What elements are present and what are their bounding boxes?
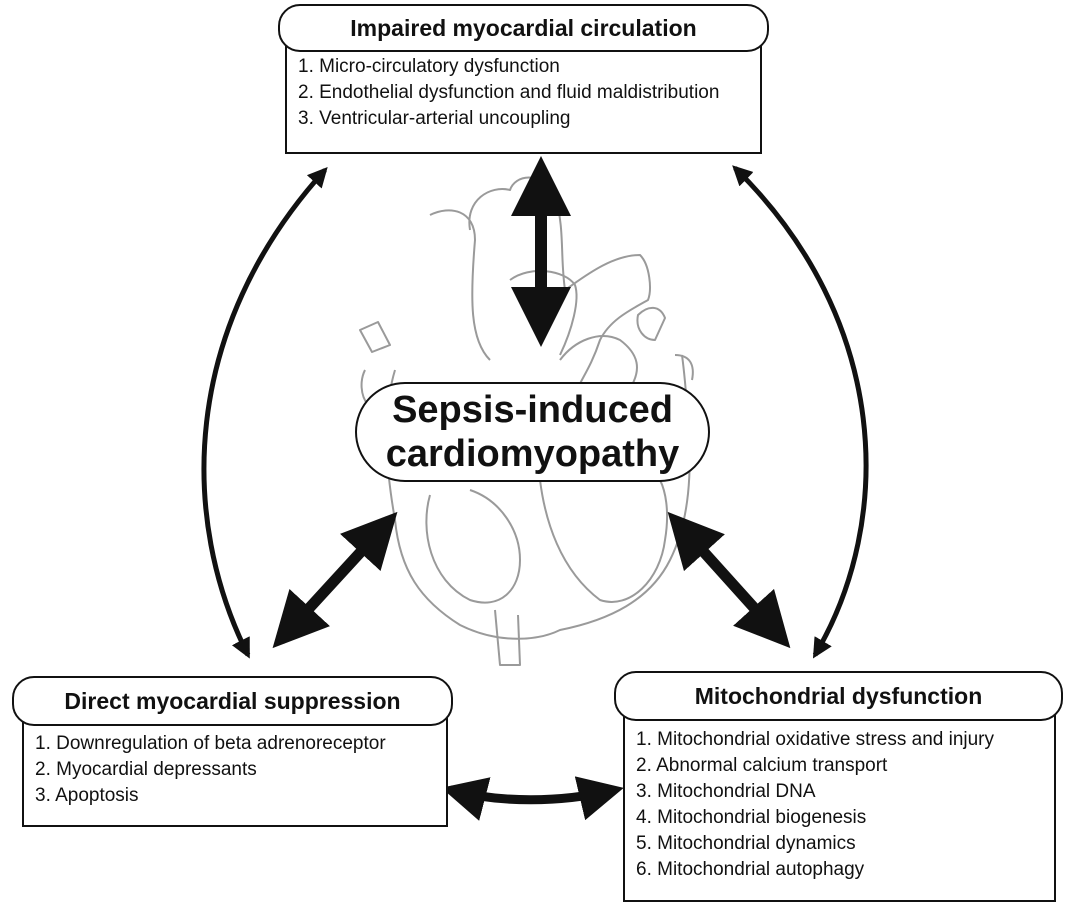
list-item: 6. Mitochondrial autophagy bbox=[636, 859, 865, 880]
center-title-line1: Sepsis-induced bbox=[392, 389, 673, 431]
arrow-top-to-right bbox=[732, 165, 869, 659]
left-ventricle-inner bbox=[425, 489, 521, 604]
center-title-line2: cardiomyopathy bbox=[385, 433, 680, 475]
vena-cava-outline bbox=[429, 209, 491, 361]
arrow-center-to-right bbox=[667, 511, 791, 649]
septum-outline bbox=[539, 479, 669, 603]
list-item: 2. Abnormal calcium transport bbox=[636, 755, 888, 776]
list-item: 2. Endothelial dysfunction and fluid mal… bbox=[298, 82, 720, 103]
inferior-vessel-outline bbox=[494, 609, 521, 666]
list-item: 2. Myocardial depressants bbox=[35, 759, 257, 780]
list-item: 1. Micro-circulatory dysfunction bbox=[298, 56, 560, 77]
left-auricle-outline bbox=[674, 354, 694, 381]
left-vessel-outline bbox=[359, 321, 391, 353]
impaired-circulation-list: 1. Micro-circulatory dysfunction 2. Endo… bbox=[285, 38, 762, 154]
list-item: 3. Mitochondrial DNA bbox=[636, 781, 816, 802]
mitochondrial-dysfunction-list: 1. Mitochondrial oxidative stress and in… bbox=[623, 702, 1056, 902]
center-node: Sepsis-induced cardiomyopathy bbox=[355, 382, 710, 482]
arrow-top-to-left bbox=[201, 167, 328, 659]
connector-arrows bbox=[201, 156, 869, 821]
list-item: 5. Mitochondrial dynamics bbox=[636, 833, 856, 854]
arrow-left-to-right bbox=[441, 776, 624, 821]
right-vessel-outline bbox=[636, 306, 666, 341]
mitochondrial-dysfunction-title: Mitochondrial dysfunction bbox=[614, 671, 1063, 721]
atrium-outline bbox=[559, 335, 638, 386]
list-item: 3. Ventricular-arterial uncoupling bbox=[298, 108, 571, 129]
direct-suppression-title: Direct myocardial suppression bbox=[12, 676, 453, 726]
list-item: 4. Mitochondrial biogenesis bbox=[636, 807, 867, 828]
aorta-outline bbox=[468, 176, 651, 396]
list-item: 1. Downregulation of beta adrenoreceptor bbox=[35, 733, 386, 754]
arrow-center-to-left bbox=[272, 511, 398, 649]
impaired-circulation-title: Impaired myocardial circulation bbox=[278, 4, 769, 52]
direct-suppression-list: 1. Downregulation of beta adrenoreceptor… bbox=[22, 715, 448, 827]
list-item: 3. Apoptosis bbox=[35, 785, 139, 806]
list-item: 1. Mitochondrial oxidative stress and in… bbox=[636, 729, 995, 750]
